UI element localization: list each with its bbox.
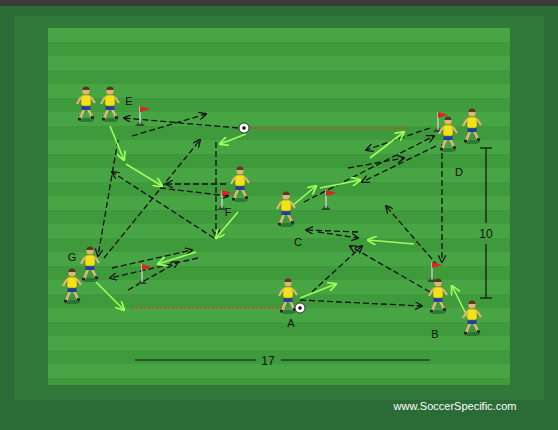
player-letter: F [225,207,232,218]
player-letter: E [125,96,132,107]
watermark: www.SoccerSpecific.com [394,401,517,412]
player-letter: D [455,167,463,178]
player-letter: B [431,329,438,340]
dimension-label: 17 [261,355,274,367]
player-letter: C [294,237,302,248]
dimension-label: 10 [479,228,492,240]
player-letter: G [68,252,77,263]
player-letter: A [287,318,294,329]
